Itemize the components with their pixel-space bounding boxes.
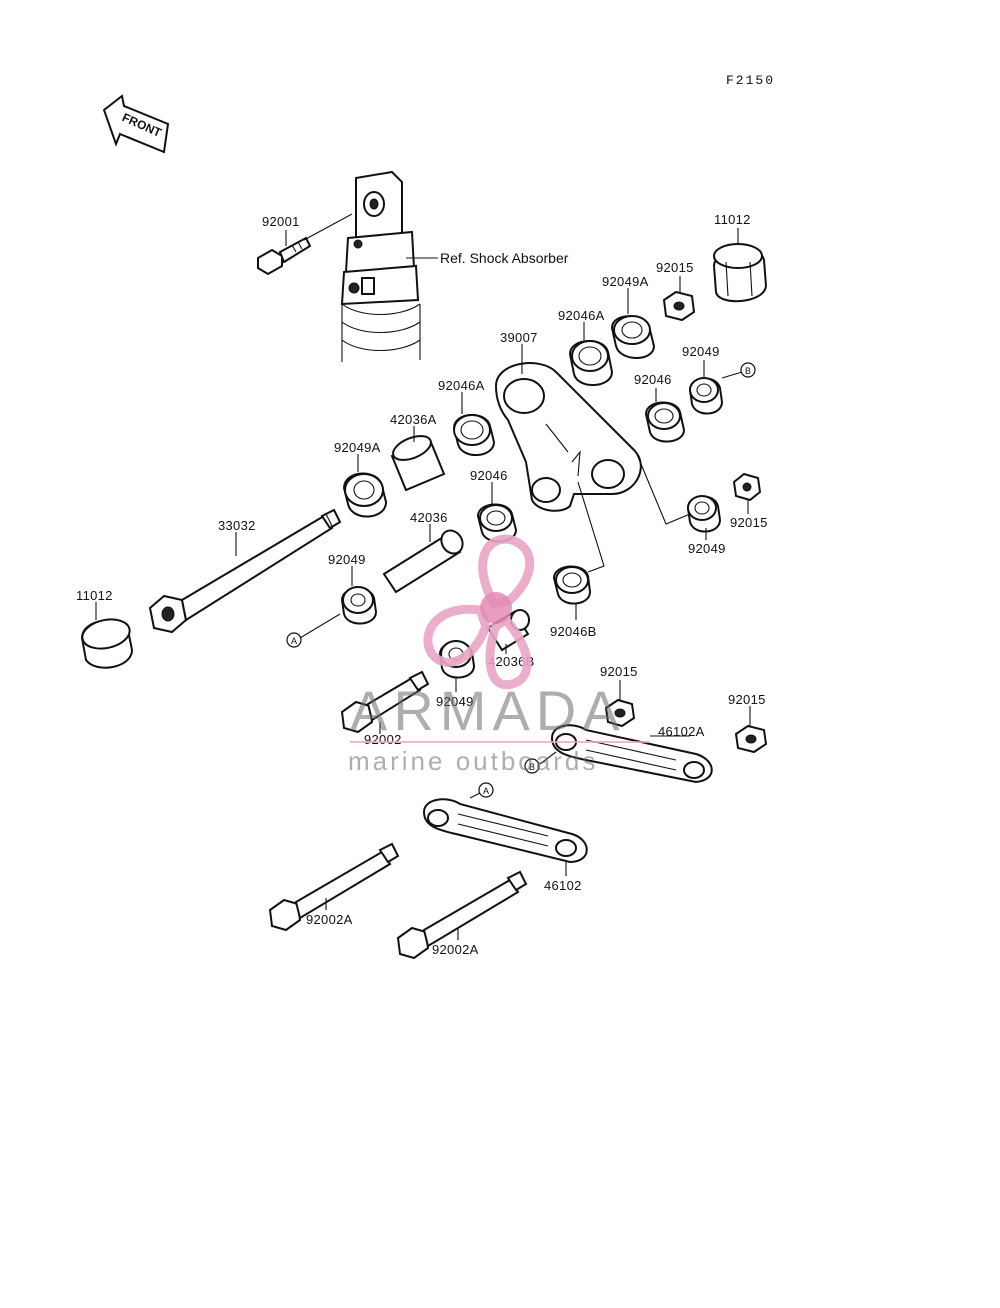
label-46102: 46102 [544, 878, 582, 893]
label-92046B: 92046B [550, 624, 597, 639]
part-46102A-tie-rod [550, 724, 713, 784]
label-92015-far: 92015 [728, 692, 766, 707]
part-92049-seal-left [340, 586, 378, 625]
label-92049A-top: 92049A [602, 274, 649, 289]
label-42036: 42036 [410, 510, 448, 525]
part-92015-nut-top [662, 290, 696, 322]
part-92049A-seal-left [342, 472, 388, 518]
label-11012-left: 11012 [76, 588, 113, 603]
part-92049-seal-right [688, 377, 724, 415]
part-42036A-collar [390, 435, 446, 492]
svg-text:B: B [529, 762, 535, 772]
label-92002A-left: 92002A [306, 912, 353, 927]
label-42036A: 42036A [390, 412, 437, 427]
label-92046A-top: 92046A [558, 308, 605, 323]
label-92015-right: 92015 [730, 515, 768, 530]
part-92046B-bearing [552, 565, 592, 605]
part-11012-cap-left [80, 618, 134, 669]
part-92046A-bearing-mid [452, 413, 496, 457]
part-92015-nut-right [732, 472, 762, 502]
part-92049-seal-lower-right [686, 495, 722, 533]
label-92046-right: 92046 [634, 372, 672, 387]
part-92015-nut-mid [604, 698, 636, 728]
propeller-logo-icon [423, 534, 535, 690]
label-92002A-right: 92002A [432, 942, 479, 957]
label-92002: 92002 [364, 732, 402, 747]
armada-watermark: ARMADA marine outboards [348, 534, 650, 776]
callout-a-bottom: A [469, 782, 494, 799]
svg-text:A: A [291, 636, 297, 646]
part-92002-bolt [340, 670, 430, 734]
label-92049-left: 92049 [328, 552, 366, 567]
watermark-tagline: marine outboards [348, 746, 598, 776]
label-92046A-mid: 92046A [438, 378, 485, 393]
label-92049A-left: 92049A [334, 440, 381, 455]
label-92001: 92001 [262, 214, 300, 229]
label-92049-lower-right: 92049 [688, 541, 726, 556]
part-92015-nut-far [734, 724, 768, 754]
callout-b-right: B [721, 362, 756, 379]
part-92046A-bearing-top [568, 339, 614, 387]
part-11012-cap-nut-top [712, 243, 768, 303]
part-92046-bearing-right [644, 401, 686, 443]
part-46102-tie-rod [422, 798, 588, 864]
part-42036-collar [382, 529, 464, 594]
part-92046-bearing-mid [476, 503, 518, 543]
part-92002A-bolt-left [268, 842, 400, 932]
part-92002A-bolt-right [396, 870, 528, 960]
part-39007-rocker-arm [494, 362, 642, 512]
callout-b-bottom: B [524, 751, 557, 774]
label-92015-mid: 92015 [600, 664, 638, 679]
label-92049-right: 92049 [682, 344, 720, 359]
watermark-brand: ARMADA [350, 679, 626, 742]
svg-text:B: B [745, 366, 751, 376]
svg-text:A: A [483, 786, 489, 796]
label-92049-bottom: 92049 [436, 694, 474, 709]
label-11012-top: 11012 [714, 212, 751, 227]
label-33032: 33032 [218, 518, 256, 533]
ref-shock-absorber-label: Ref. Shock Absorber [440, 250, 569, 266]
shock-absorber [340, 170, 421, 362]
part-92001-bolt [257, 236, 312, 276]
label-92015-top: 92015 [656, 260, 694, 275]
part-33032-pivot-shaft [148, 508, 342, 634]
label-46102A: 46102A [658, 724, 705, 739]
label-92046-mid: 92046 [470, 468, 508, 483]
part-92049A-seal-top [610, 315, 656, 359]
front-arrow-icon: FRONT [102, 94, 170, 154]
figure-code: F2150 [726, 73, 775, 88]
callout-a-left: A [286, 613, 341, 648]
label-39007: 39007 [500, 330, 538, 345]
